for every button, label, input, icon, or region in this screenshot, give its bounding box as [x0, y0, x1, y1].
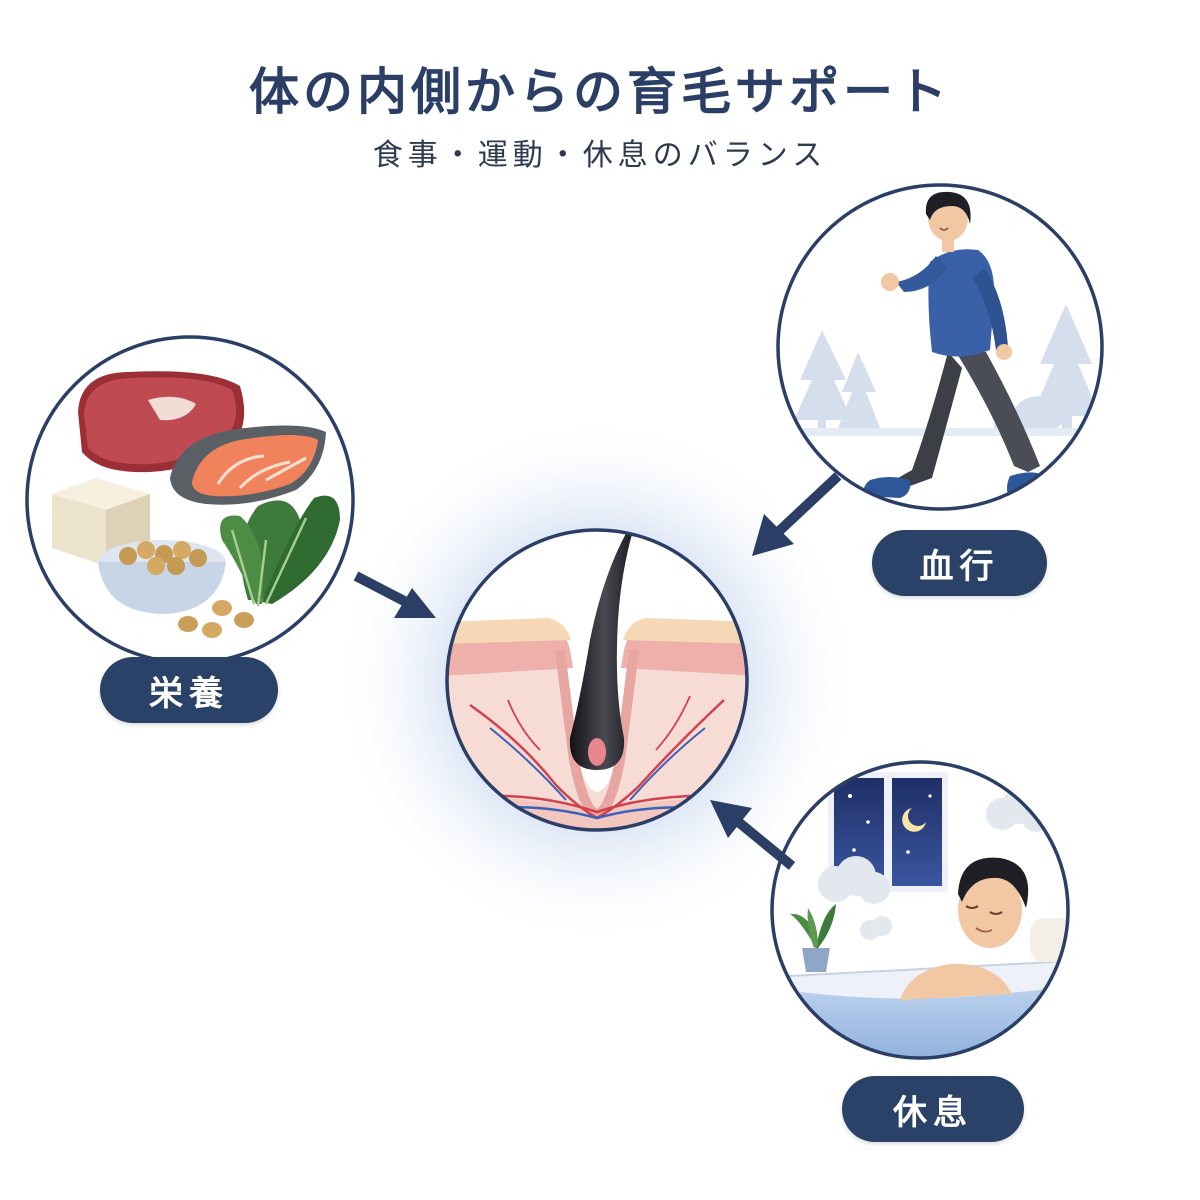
hair-follicle-illustration [447, 530, 747, 830]
page-title: 体の内側からの育毛サポート [249, 62, 951, 121]
arrow-rest-to-hair [710, 800, 796, 870]
potted-plant-icon [790, 904, 836, 972]
tree-icon [794, 304, 1100, 438]
circulation-label: 血行 [919, 546, 1000, 587]
arrow-nutrition-to-hair [353, 571, 436, 618]
spinach-icon [220, 495, 340, 607]
circulation-circle-border [776, 183, 1104, 511]
soybean-bowl-icon [98, 540, 254, 638]
nutrition-badge: 栄養 [100, 657, 278, 723]
center-circle-border [445, 528, 749, 832]
nutrition-label: 栄養 [149, 673, 229, 714]
walking-person-icon [863, 191, 1042, 500]
walking-illustration [778, 185, 1102, 509]
salmon-icon [170, 425, 326, 505]
rest-label: 休息 [893, 1092, 973, 1133]
circulation-badge: 血行 [872, 530, 1047, 596]
bath-illustration [772, 762, 1068, 1058]
rest-badge: 休息 [842, 1076, 1024, 1142]
rest-circle-border [770, 760, 1070, 1060]
page-subtitle: 食事・運動・休息のバランス [372, 138, 828, 173]
nutrition-illustration [27, 337, 353, 663]
arrow-circulation-to-hair [752, 472, 842, 556]
night-window-icon [828, 772, 948, 892]
